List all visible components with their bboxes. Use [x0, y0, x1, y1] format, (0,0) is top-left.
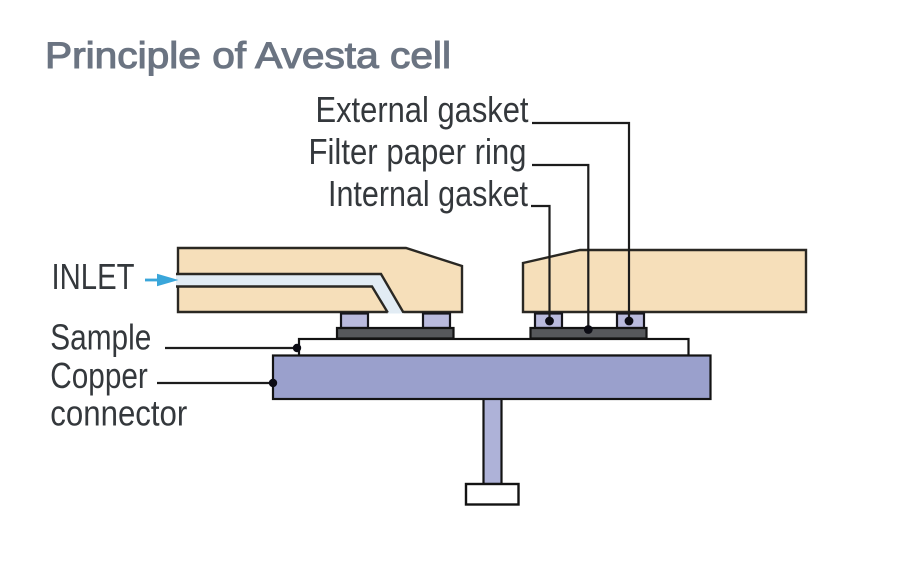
svg-text:Filter paper ring: Filter paper ring — [309, 131, 527, 172]
svg-text:Internal gasket: Internal gasket — [328, 173, 528, 214]
svg-text:Sample: Sample — [50, 317, 151, 358]
svg-text:Principle of Avesta cell: Principle of Avesta cell — [45, 35, 451, 76]
svg-text:Copper: Copper — [50, 355, 148, 396]
svg-text:External gasket: External gasket — [316, 89, 529, 130]
svg-text:INLET: INLET — [52, 256, 135, 297]
svg-text:connector: connector — [50, 392, 187, 433]
